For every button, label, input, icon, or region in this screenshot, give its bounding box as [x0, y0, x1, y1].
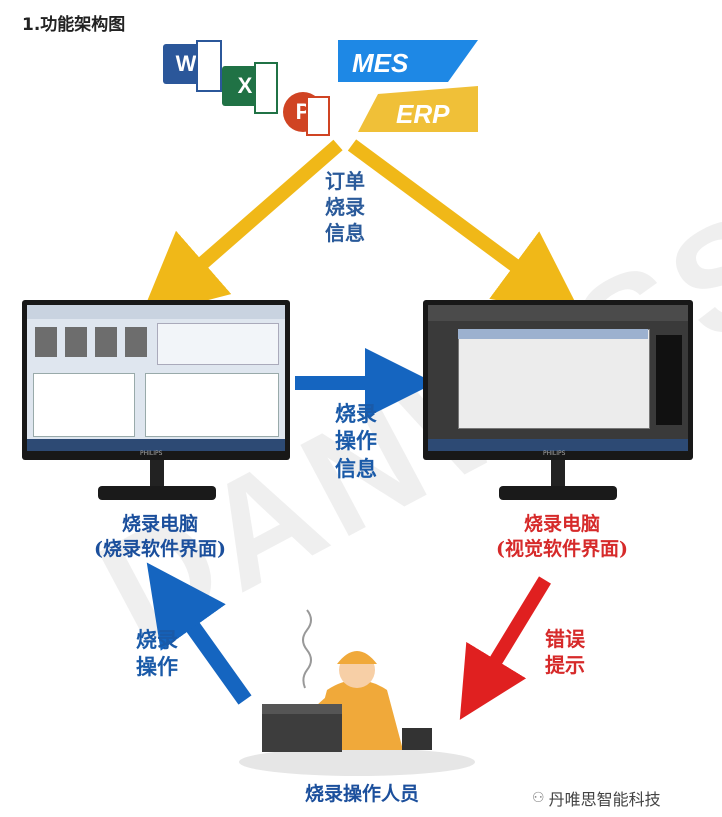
burn-operation-label: 烧录 操作 [132, 626, 182, 681]
iron-cable-icon [302, 609, 312, 689]
order-info-line1: 订单 [325, 169, 365, 193]
right-pc-caption: 烧录电脑 (视觉软件界面) [462, 512, 662, 561]
right-monitor: PHILIPS [423, 300, 693, 460]
operation-info-line1: 烧录 [335, 401, 377, 426]
left-screen-log [145, 373, 279, 437]
right-monitor-stand [551, 460, 565, 488]
operator-caption: 烧录操作人员 [304, 783, 419, 805]
left-monitor-stand [150, 460, 164, 488]
word-page-icon [196, 40, 222, 92]
right-monitor-screen [428, 305, 688, 451]
left-screen-socket-4 [125, 327, 147, 357]
right-pc-caption-line1: 烧录电脑 [523, 513, 600, 535]
order-arrow-left [140, 139, 343, 318]
page-title: 1.功能架构图 [22, 15, 126, 35]
left-screen-taskbar [27, 439, 285, 451]
right-monitor-base [499, 486, 617, 500]
right-screen-dialog-title [458, 329, 648, 339]
word-letter: W [175, 51, 197, 76]
erp-text: ERP [396, 99, 450, 129]
left-monitor-screen [27, 305, 285, 451]
right-monitor-brand: PHILIPS [543, 450, 566, 457]
order-info-line3: 信息 [325, 221, 365, 245]
error-prompt-line1: 错误 [545, 627, 585, 651]
right-pc-caption-line2: (视觉软件界面) [496, 537, 628, 560]
left-pc-caption: 烧录电脑 (烧录软件界面) [60, 512, 260, 561]
small-device-icon [402, 728, 432, 750]
left-screen-list [33, 373, 135, 437]
mes-banner [338, 40, 478, 82]
left-pc-caption-line1: 烧录电脑 [121, 513, 198, 535]
wechat-icon: ⚇ [532, 790, 545, 806]
right-screen-taskbar [428, 439, 688, 451]
left-monitor-brand: PHILIPS [140, 450, 163, 457]
left-screen-toolbar [27, 305, 285, 319]
order-info-line2: 烧录 [325, 195, 365, 219]
brand-footer: ⚇ 丹唯思智能科技 [532, 786, 661, 810]
burner-machine-icon [262, 712, 342, 752]
mes-erp-logo: MES ERP [338, 40, 478, 132]
operator-floor-shadow [239, 748, 475, 776]
operation-info-label: 烧录 操作 信息 [331, 400, 381, 482]
error-prompt-arrow [459, 576, 551, 720]
burn-operation-line2: 操作 [136, 654, 178, 680]
left-pc-caption-line2: (烧录软件界面) [94, 537, 226, 560]
operation-info-line3: 信息 [335, 455, 377, 481]
operator-cap-icon [337, 651, 377, 664]
left-monitor: PHILIPS [22, 300, 290, 460]
error-prompt-line2: 提示 [545, 653, 585, 677]
erp-banner [358, 86, 478, 132]
right-screen-toolbar [428, 305, 688, 321]
burn-operation-line1: 烧录 [136, 627, 178, 652]
brand-footer-text: 丹唯思智能科技 [548, 790, 661, 809]
burn-operation-arrow [146, 562, 252, 705]
right-screen-dialog [458, 329, 650, 429]
ppt-page-icon [306, 96, 330, 136]
right-screen-side [656, 335, 682, 425]
burner-machine-top-icon [262, 704, 342, 714]
excel-page-icon [254, 62, 278, 114]
order-arrow-right [347, 139, 582, 315]
mes-text: MES [352, 48, 409, 78]
left-screen-info [157, 323, 279, 365]
left-screen-socket-3 [95, 327, 117, 357]
operation-info-line2: 操作 [335, 428, 377, 454]
left-screen-socket-1 [35, 327, 57, 357]
order-info-label: 订单 烧录 信息 [322, 168, 368, 246]
left-monitor-base [98, 486, 216, 500]
excel-letter: X [237, 73, 253, 98]
error-prompt-label: 错误 提示 [540, 626, 590, 678]
left-screen-socket-2 [65, 327, 87, 357]
operator-illustration [239, 609, 475, 776]
